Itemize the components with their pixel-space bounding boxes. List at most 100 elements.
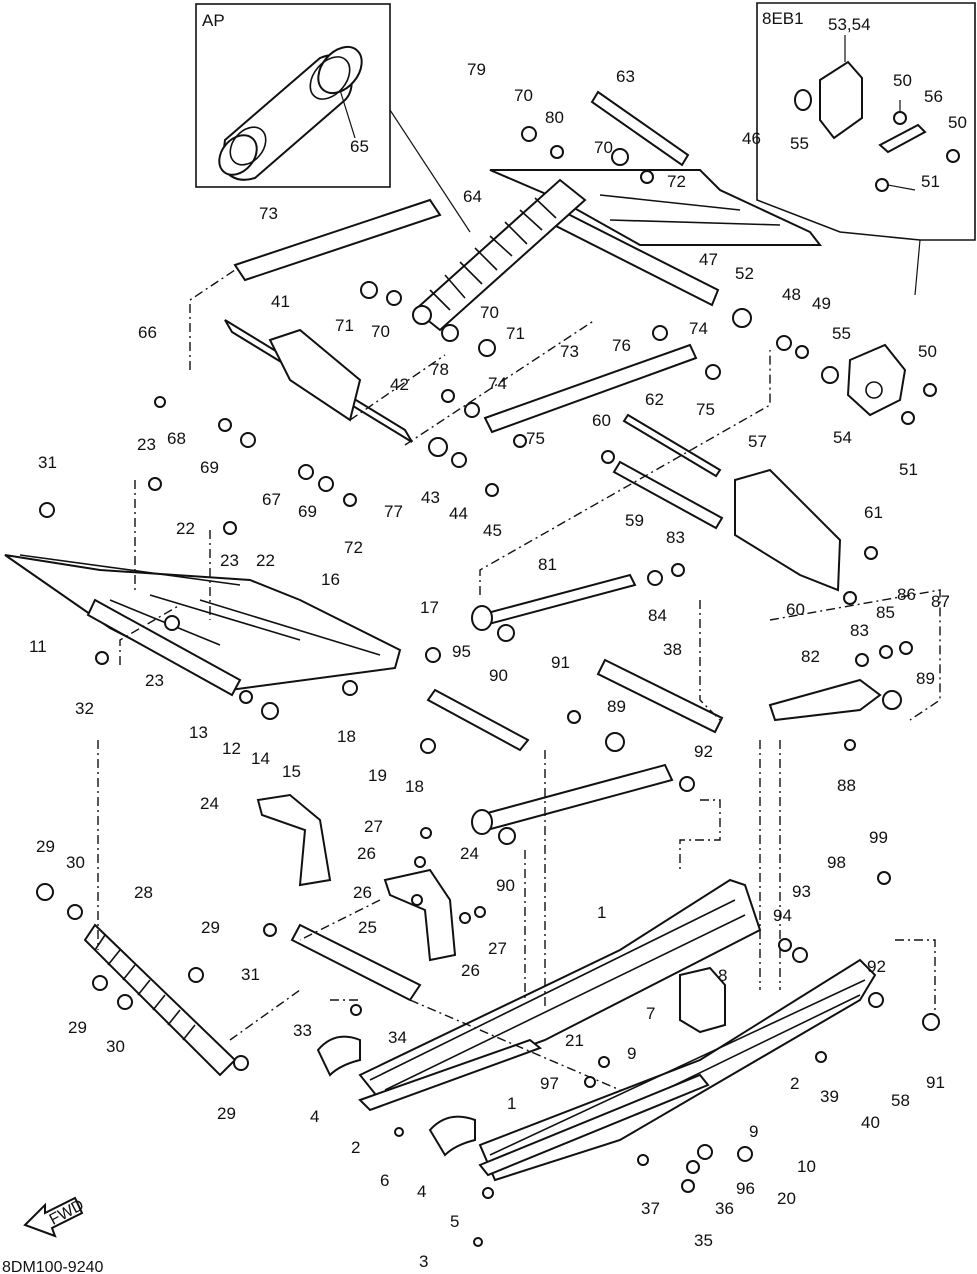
guide-4-left [316, 1035, 361, 1077]
callout-47: 47 [699, 250, 718, 269]
callout-79: 79 [467, 60, 486, 79]
callout-7: 7 [646, 1004, 655, 1023]
callout-23: 23 [137, 435, 156, 454]
callout-99: 99 [869, 828, 888, 847]
callout-31: 31 [38, 453, 57, 472]
callout-10: 10 [797, 1157, 816, 1176]
bolt-62 [622, 413, 722, 478]
callout-71: 71 [506, 324, 525, 343]
guide-4-right [428, 1115, 476, 1157]
callout-72: 72 [344, 538, 363, 557]
callout-26: 26 [357, 844, 376, 863]
callout-2: 2 [351, 1138, 360, 1157]
inset-8eb1-label-50a: 50 [893, 71, 912, 90]
inset-8eb1-label-53-54: 53,54 [828, 15, 871, 34]
boot-part-65 [218, 45, 363, 181]
callout-1: 1 [597, 903, 606, 922]
callout-18: 18 [337, 727, 356, 746]
inset-8eb1: 8EB1 53,54 50 56 50 55 51 [756, 2, 976, 296]
callout-24: 24 [200, 794, 219, 813]
callout-80: 80 [545, 108, 564, 127]
callout-21: 21 [565, 1031, 584, 1050]
callout-48: 48 [782, 285, 801, 304]
inset-8eb1-title: 8EB1 [762, 9, 804, 28]
callout-90: 90 [496, 876, 515, 895]
bracket-24-left [256, 793, 332, 887]
callout-75: 75 [696, 400, 715, 419]
bolt-51-icon [875, 178, 889, 192]
callout-58: 58 [891, 1091, 910, 1110]
callout-75: 75 [526, 429, 545, 448]
callout-71: 71 [335, 316, 354, 335]
callout-29: 29 [217, 1104, 236, 1123]
bracket-8 [679, 966, 726, 1034]
shaft-38 [596, 658, 724, 734]
shaft-13 [86, 598, 242, 697]
callout-88: 88 [837, 776, 856, 795]
callout-62: 62 [645, 390, 664, 409]
callout-52: 52 [735, 264, 754, 283]
callout-27: 27 [364, 817, 383, 836]
callout-17: 17 [420, 598, 439, 617]
callout-45: 45 [483, 521, 502, 540]
link-73-lower [483, 343, 698, 434]
callout-67: 67 [262, 490, 281, 509]
callout-91: 91 [551, 653, 570, 672]
arm-82 [768, 678, 882, 722]
callout-81: 81 [538, 555, 557, 574]
slide-2-left [358, 1038, 543, 1112]
bracket-54 [846, 343, 907, 417]
callout-73: 73 [259, 204, 278, 223]
callout-50: 50 [918, 342, 937, 361]
callout-70: 70 [594, 138, 613, 157]
callout-89: 89 [916, 669, 935, 688]
inset-ap-frame [195, 3, 391, 188]
assembly-guide-lines [97, 269, 941, 1091]
shaft-63 [590, 90, 690, 167]
inset-8eb1-label-50b: 50 [948, 113, 967, 132]
arm-42-plate [268, 328, 362, 422]
callout-23: 23 [145, 671, 164, 690]
callout-2: 2 [790, 1074, 799, 1093]
callout-39: 39 [820, 1087, 839, 1106]
callout-4: 4 [310, 1107, 319, 1126]
callout-83: 83 [850, 621, 869, 640]
callout-30: 30 [66, 853, 85, 872]
callout-90: 90 [489, 666, 508, 685]
callout-41: 41 [271, 292, 290, 311]
callout-55: 55 [832, 324, 851, 343]
callout-63: 63 [616, 67, 635, 86]
callout-29: 29 [36, 837, 55, 856]
callout-8: 8 [718, 966, 727, 985]
inset-8eb1-label-56: 56 [924, 87, 943, 106]
callout-77: 77 [384, 502, 403, 521]
callout-18: 18 [405, 777, 424, 796]
callout-74: 74 [488, 374, 507, 393]
callout-92: 92 [867, 957, 886, 976]
bracket-57 [734, 468, 842, 592]
callout-34: 34 [388, 1028, 407, 1047]
fwd-arrow-icon: FWD [23, 1196, 87, 1238]
callout-16: 16 [321, 570, 340, 589]
callout-11: 11 [29, 637, 47, 656]
callout-32: 32 [75, 699, 94, 718]
callout-44: 44 [449, 504, 468, 523]
callout-36: 36 [715, 1199, 734, 1218]
callout-43: 43 [421, 488, 440, 507]
rod-81-end [471, 605, 493, 631]
collar-55-icon [794, 89, 812, 111]
callout-68: 68 [167, 429, 186, 448]
inset-ap: AP 65 [195, 3, 391, 188]
callout-69: 69 [298, 502, 317, 521]
callout-64: 64 [463, 187, 482, 206]
callout-6: 6 [380, 1171, 389, 1190]
callout-66: 66 [138, 323, 157, 342]
callout-73: 73 [560, 342, 579, 361]
rod-81 [478, 573, 637, 627]
callout-42: 42 [390, 375, 409, 394]
callout-29: 29 [201, 918, 220, 937]
callout-70: 70 [514, 86, 533, 105]
callout-61: 61 [864, 503, 883, 522]
bracket-53-icon [819, 60, 863, 140]
